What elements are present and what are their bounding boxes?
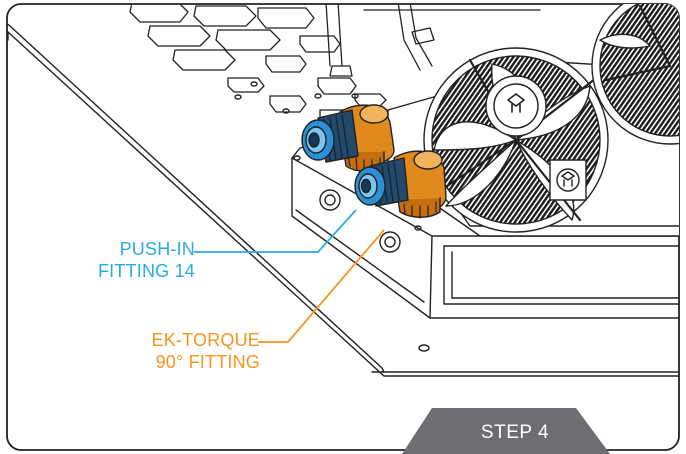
fan-2 bbox=[591, 4, 679, 145]
push-in-leader-line bbox=[194, 209, 357, 253]
step-tag bbox=[402, 408, 610, 454]
ek-fan-hub-logo bbox=[507, 93, 525, 113]
ek-torque-label-line-2: 90° FITTING bbox=[155, 352, 260, 372]
ek-torque-leader-line bbox=[258, 229, 385, 343]
push-in-fitting-upper bbox=[301, 109, 359, 163]
ek-torque-label-line-1: EK-TORQUE bbox=[151, 330, 260, 350]
push-in-label-line-1: PUSH-IN bbox=[119, 239, 195, 259]
plate-slots bbox=[129, 4, 387, 127]
cable-bundle bbox=[325, 4, 541, 77]
push-in-label-line-2: FITTING 14 bbox=[97, 261, 195, 281]
step-label: STEP 4 bbox=[480, 422, 550, 443]
fan-frame-corner bbox=[549, 159, 587, 201]
push-in-fitting-label: PUSH-IN FITTING 14 bbox=[60, 238, 195, 282]
push-in-fitting-lower bbox=[354, 157, 409, 207]
ek-torque-fitting-label: EK-TORQUE 90° FITTING bbox=[70, 329, 260, 373]
